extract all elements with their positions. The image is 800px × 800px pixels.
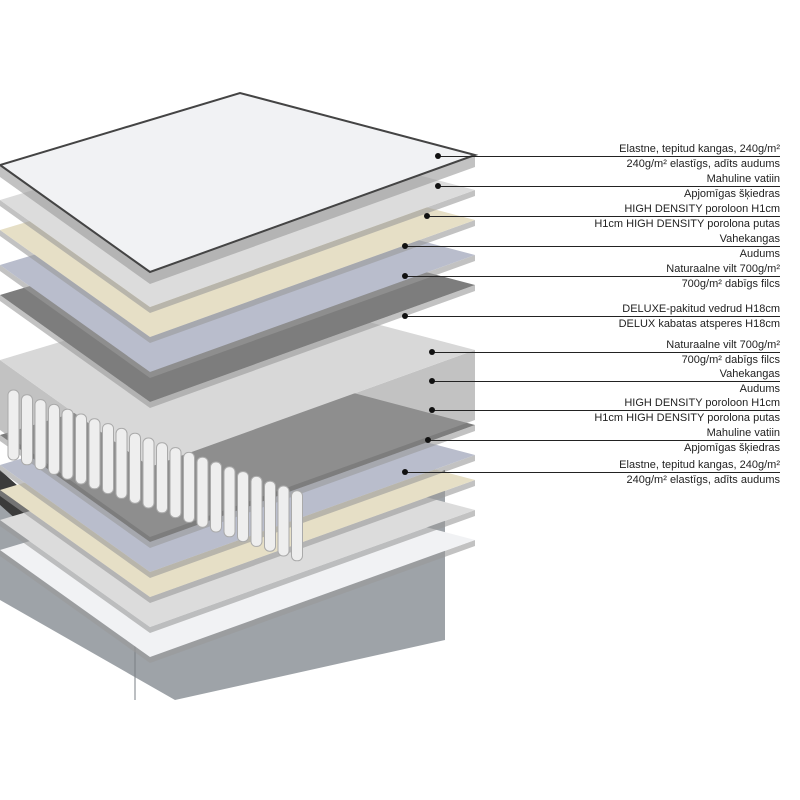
spring-coil bbox=[21, 394, 33, 466]
spring-coil bbox=[102, 423, 114, 495]
callout-label-et: Mahuline vatiin bbox=[706, 173, 780, 185]
callout-dot bbox=[435, 153, 441, 159]
spring-coil bbox=[115, 427, 128, 499]
spring-coil bbox=[129, 432, 141, 504]
callout-line bbox=[405, 246, 780, 247]
callout-dot bbox=[429, 378, 435, 384]
callout-label-et: Mahuline vatiin bbox=[706, 427, 780, 439]
callout-line bbox=[405, 472, 780, 473]
spring-coil bbox=[223, 466, 236, 538]
callout-label-lv: H1cm HIGH DENSITY porolona putas bbox=[594, 412, 780, 424]
callout-label-lv: DELUX kabatas atsperes H18cm bbox=[618, 318, 780, 330]
top-cover-layer-edge bbox=[0, 155, 475, 284]
callout-line bbox=[427, 216, 780, 217]
callout-line bbox=[432, 352, 780, 353]
spring-coil bbox=[88, 418, 101, 490]
callout-label-lv: 700g/m² dabīgs filcs bbox=[681, 278, 780, 290]
spring-coil bbox=[34, 399, 47, 471]
callout-label-lv: Apjomīgas šķiedras bbox=[684, 188, 780, 200]
callout-label-et: Naturaalne vilt 700g/m² bbox=[666, 263, 780, 275]
callout-label-lv: 700g/m² dabīgs filcs bbox=[681, 354, 780, 366]
callout-label-et: Vahekangas bbox=[719, 233, 780, 245]
callout-label-et: Vahekangas bbox=[719, 368, 780, 380]
spring-coil bbox=[210, 461, 222, 533]
spring-coil bbox=[7, 389, 20, 461]
callout-dot bbox=[402, 273, 408, 279]
callout-line bbox=[405, 316, 780, 317]
spring-coil bbox=[196, 456, 209, 528]
callout-label-et: Elastne, tepitud kangas, 240g/m² bbox=[619, 459, 780, 471]
callout-line bbox=[438, 186, 780, 187]
callout-dot bbox=[424, 213, 430, 219]
callout-label-lv: Audums bbox=[739, 383, 780, 395]
spring-coil bbox=[291, 490, 303, 562]
spring-coil bbox=[48, 403, 60, 475]
spring-coil bbox=[142, 437, 155, 509]
callout-label-lv: 240g/m² elastīgs, adīts audums bbox=[626, 474, 780, 486]
callout-label-lv: Audums bbox=[739, 248, 780, 260]
callout-label-lv: H1cm HIGH DENSITY porolona putas bbox=[594, 218, 780, 230]
top-cover-layer bbox=[0, 91, 479, 274]
callout-line bbox=[428, 440, 780, 441]
callout-line bbox=[405, 276, 780, 277]
spring-coil bbox=[156, 442, 168, 514]
callout-dot bbox=[402, 243, 408, 249]
callout-label-et: HIGH DENSITY poroloon H1cm bbox=[624, 397, 780, 409]
callout-label-et: Elastne, tepitud kangas, 240g/m² bbox=[619, 143, 780, 155]
callout-label-et: HIGH DENSITY poroloon H1cm bbox=[624, 203, 780, 215]
spring-coil bbox=[237, 471, 249, 543]
callout-dot bbox=[402, 469, 408, 475]
callout-label-lv: 240g/m² elastīgs, adīts audums bbox=[626, 158, 780, 170]
callout-dot bbox=[435, 183, 441, 189]
callout-dot bbox=[429, 407, 435, 413]
callout-label-et: DELUXE-pakitud vedrud H18cm bbox=[622, 303, 780, 315]
callout-dot bbox=[402, 313, 408, 319]
spring-coil bbox=[277, 485, 290, 557]
callout-dot bbox=[425, 437, 431, 443]
spring-coil bbox=[169, 447, 182, 519]
callout-line bbox=[432, 410, 780, 411]
spring-coil bbox=[264, 480, 276, 552]
callout-line bbox=[432, 381, 780, 382]
spring-coil bbox=[250, 475, 263, 547]
callout-label-lv: Apjomīgas šķiedras bbox=[684, 442, 780, 454]
callout-dot bbox=[429, 349, 435, 355]
callout-line bbox=[438, 156, 780, 157]
spring-coil bbox=[61, 408, 74, 480]
spring-coil bbox=[183, 451, 195, 523]
spring-coil bbox=[75, 413, 87, 485]
callout-label-et: Naturaalne vilt 700g/m² bbox=[666, 339, 780, 351]
